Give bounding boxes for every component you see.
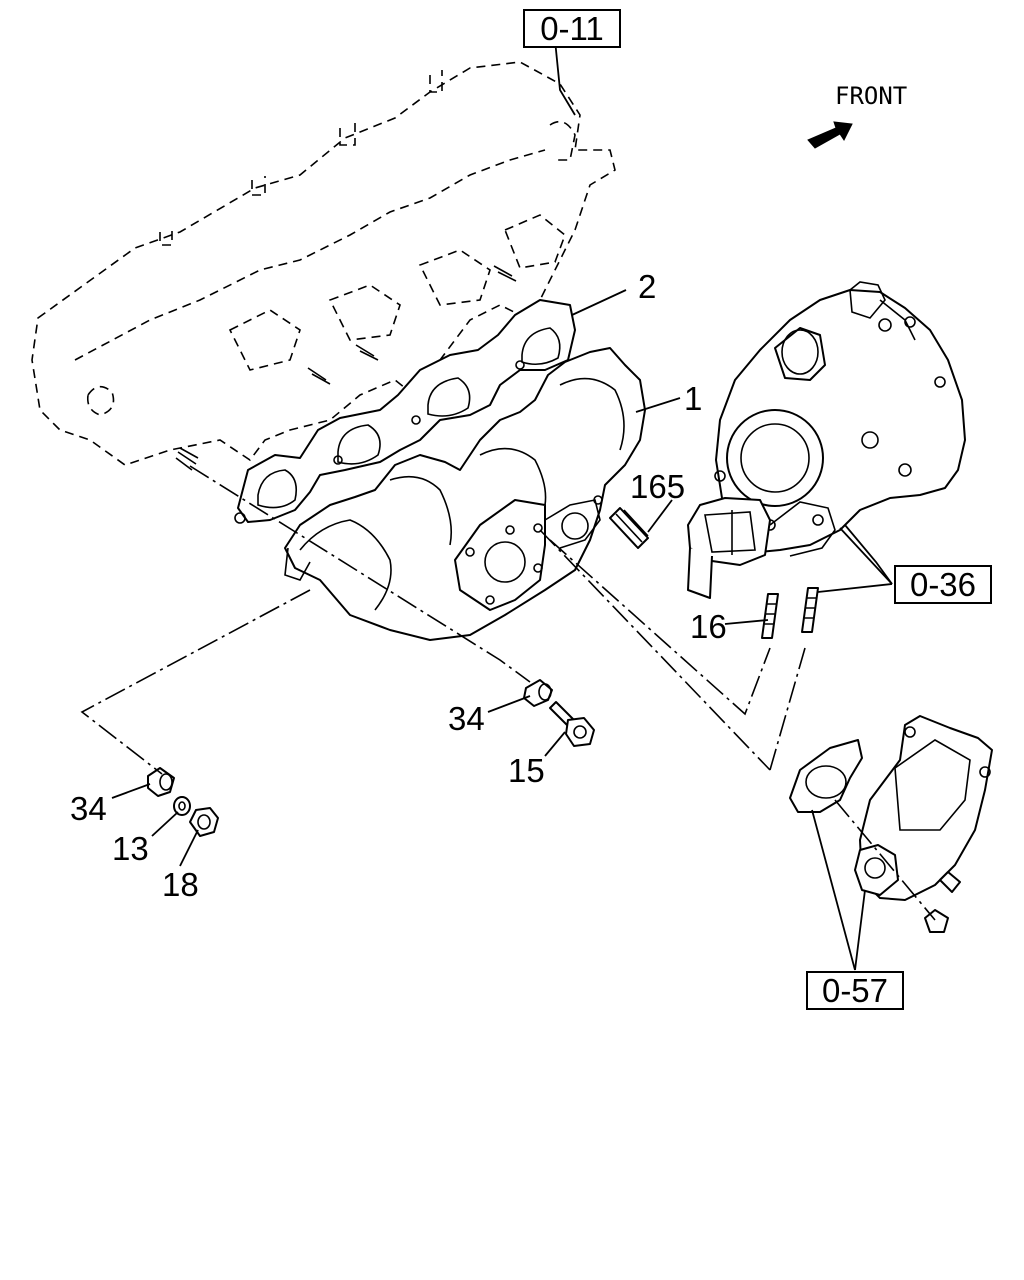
callout-16: 16 bbox=[690, 608, 727, 645]
nut-18 bbox=[189, 807, 219, 837]
turbocharger bbox=[687, 281, 966, 599]
ref-turbocharger-text: 0-36 bbox=[910, 566, 976, 603]
callout-13: 13 bbox=[112, 830, 149, 867]
callout-1: 1 bbox=[684, 380, 702, 417]
ref-outlet-text: 0-57 bbox=[822, 972, 888, 1009]
callout-15: 15 bbox=[508, 752, 545, 789]
front-label: FRONT bbox=[835, 82, 907, 110]
callout-34-lower: 34 bbox=[70, 790, 107, 827]
bolt-15 bbox=[549, 701, 595, 747]
studs-16 bbox=[761, 587, 819, 639]
leader-lines bbox=[111, 39, 893, 971]
front-arrow-icon bbox=[807, 121, 853, 149]
head-studs bbox=[175, 265, 517, 471]
front-direction: FRONT bbox=[807, 82, 907, 149]
callout-18: 18 bbox=[162, 866, 199, 903]
manifold-gasket bbox=[234, 299, 576, 524]
ref-cylinder-head-text: 0-11 bbox=[540, 10, 604, 47]
spacer-34-upper bbox=[523, 679, 553, 707]
ref-box-outlet[interactable]: 0-57 bbox=[806, 971, 904, 1010]
cylinder-head bbox=[31, 61, 616, 466]
exhaust-manifold bbox=[284, 347, 646, 641]
washer-13 bbox=[173, 796, 191, 816]
outlet-pipe bbox=[789, 715, 993, 933]
ref-box-turbocharger[interactable]: 0-36 bbox=[894, 565, 992, 604]
stud-165 bbox=[609, 507, 649, 549]
spacer-34-lower bbox=[147, 767, 175, 797]
callout-34-upper: 34 bbox=[448, 700, 485, 737]
ref-box-cylinder-head[interactable]: 0-11 bbox=[523, 9, 621, 48]
assembly-lines bbox=[80, 465, 936, 921]
callout-2: 2 bbox=[638, 268, 656, 305]
callout-165: 165 bbox=[630, 468, 685, 505]
part-callouts: 1 2 165 16 34 15 34 13 18 bbox=[70, 268, 727, 903]
